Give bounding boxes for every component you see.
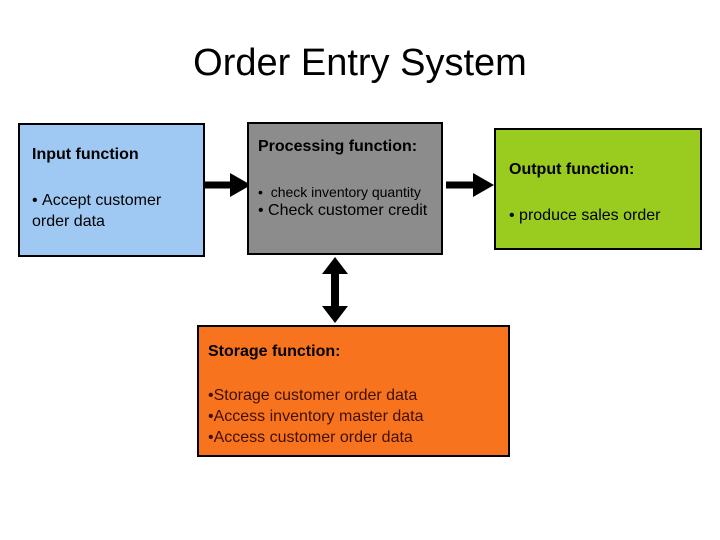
bullet-item: Access inventory master data bbox=[208, 406, 502, 427]
input-to-processing-arrow bbox=[203, 172, 251, 198]
storage-function-box: Storage function: Storage customer order… bbox=[197, 325, 510, 457]
bullet-item: check inventory quantity bbox=[258, 183, 439, 201]
output-function-bullets: produce sales order bbox=[509, 206, 694, 227]
input-function-heading: Input function bbox=[32, 146, 139, 163]
processing-function-box: Processing function: check inventory qua… bbox=[247, 122, 443, 255]
input-function-box: Input function Accept customer order dat… bbox=[18, 123, 205, 257]
storage-function-heading: Storage function: bbox=[208, 343, 341, 360]
processing-storage-double-arrow bbox=[320, 257, 350, 323]
bullet-item: Check customer credit bbox=[258, 201, 439, 222]
processing-function-bullets: check inventory quantity Check customer … bbox=[258, 183, 439, 222]
bullet-item: Storage customer order data bbox=[208, 385, 502, 406]
slide-title: Order Entry System bbox=[193, 42, 527, 84]
bullet-item: produce sales order bbox=[509, 206, 694, 227]
right-arrow-icon bbox=[203, 173, 251, 197]
input-function-bullets: Accept customer order data bbox=[32, 191, 193, 233]
output-function-box: Output function: produce sales order bbox=[494, 128, 702, 250]
processing-function-heading: Processing function: bbox=[258, 138, 418, 155]
vertical-double-arrow-icon bbox=[322, 257, 348, 323]
right-arrow-icon bbox=[446, 173, 494, 197]
bullet-item: Accept customer order data bbox=[32, 191, 187, 233]
processing-to-output-arrow bbox=[446, 172, 494, 198]
output-function-heading: Output function: bbox=[509, 161, 635, 178]
bullet-item: Access customer order data bbox=[208, 427, 502, 448]
storage-function-bullets: Storage customer order data Access inven… bbox=[208, 385, 502, 448]
